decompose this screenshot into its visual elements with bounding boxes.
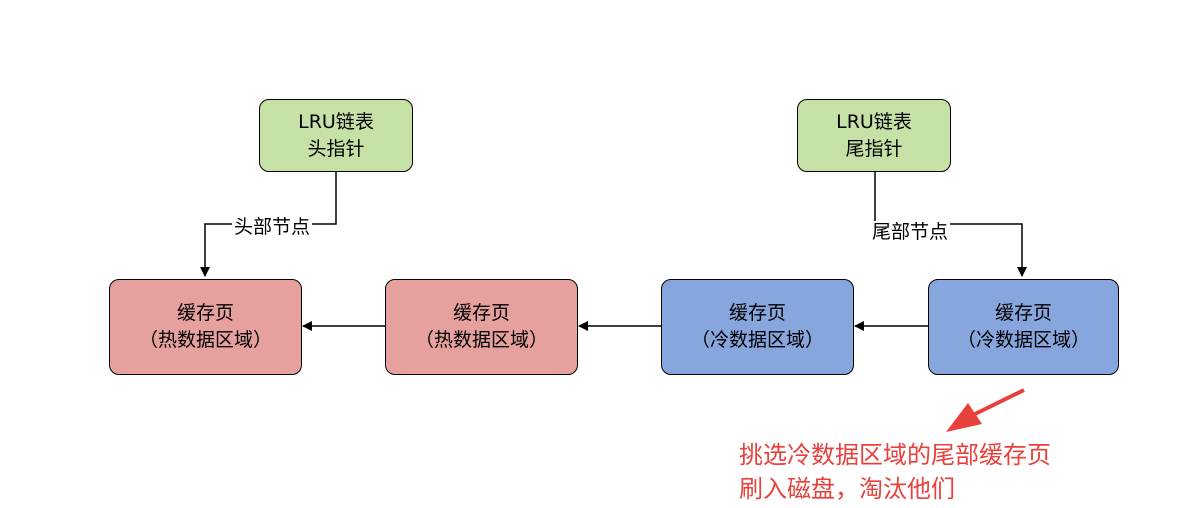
cache-page-node-3: 缓存页 （冷数据区域） xyxy=(661,279,854,375)
annotation-line1: 挑选冷数据区域的尾部缓存页 xyxy=(739,441,1051,469)
head-pointer-line1: LRU链表 xyxy=(298,110,374,133)
cache-page-title: 缓存页 xyxy=(994,302,1052,324)
head-pointer-line2: 头指针 xyxy=(307,137,365,160)
annotation-line2: 刷入磁盘，淘汰他们 xyxy=(739,475,955,503)
head-edge-label: 头部节点 xyxy=(232,216,313,238)
tail-edge-label: 尾部节点 xyxy=(870,221,951,243)
tail-pointer-line1: LRU链表 xyxy=(836,110,912,133)
cache-page-region: （冷数据区域） xyxy=(956,329,1090,351)
cache-page-region: （热数据区域） xyxy=(138,329,272,351)
cache-page-title: 缓存页 xyxy=(728,302,786,324)
head-pointer-node: LRU链表 头指针 xyxy=(259,99,413,172)
cache-page-title: 缓存页 xyxy=(176,302,234,324)
eviction-annotation: 挑选冷数据区域的尾部缓存页 刷入磁盘，淘汰他们 xyxy=(739,438,1051,506)
tail-pointer-node: LRU链表 尾指针 xyxy=(797,99,951,172)
tail-pointer-line2: 尾指针 xyxy=(845,137,903,160)
cache-page-region: （热数据区域） xyxy=(414,329,548,351)
annotation-arrowhead xyxy=(946,403,982,432)
cache-page-node-1: 缓存页 （热数据区域） xyxy=(109,279,302,375)
cache-page-title: 缓存页 xyxy=(452,302,510,324)
cache-page-node-2: 缓存页 （热数据区域） xyxy=(385,279,578,375)
annotation-arrow xyxy=(974,388,1025,416)
cache-page-node-4: 缓存页 （冷数据区域） xyxy=(928,279,1119,375)
cache-page-region: （冷数据区域） xyxy=(690,329,824,351)
